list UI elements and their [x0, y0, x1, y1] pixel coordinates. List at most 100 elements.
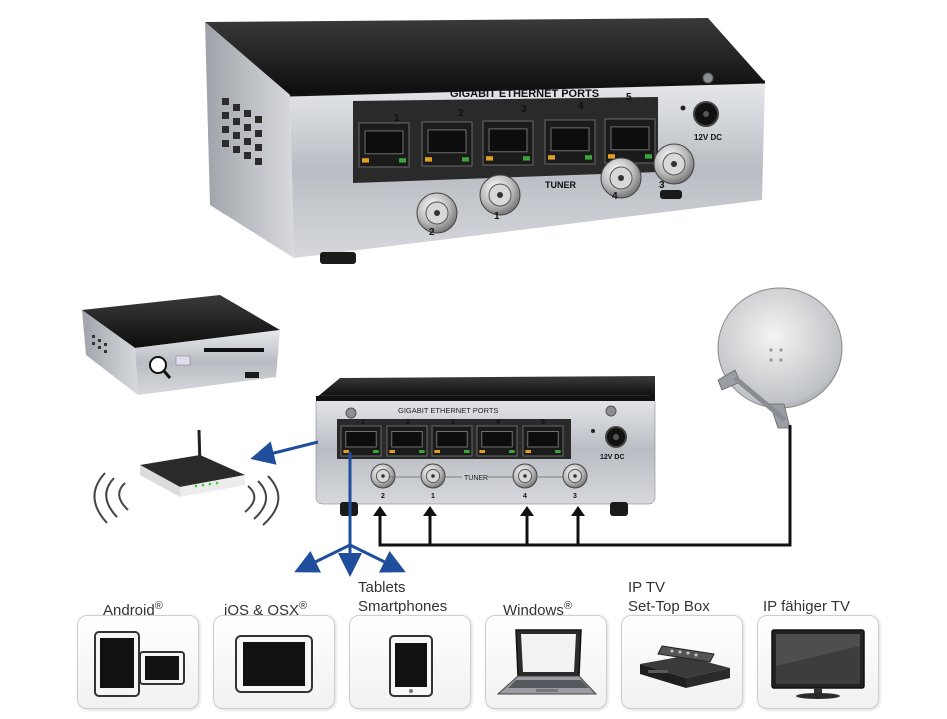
port-led	[343, 450, 349, 453]
device-card-ios	[213, 615, 335, 709]
port-led	[585, 155, 592, 160]
port-number: 1	[394, 113, 400, 124]
big-tuner-connectors	[416, 143, 695, 234]
label-tv-text: IP fähiger TV	[763, 598, 850, 615]
device-card-tv	[757, 615, 879, 709]
coax-cables	[378, 425, 792, 547]
big-power-label: 12V DC	[694, 133, 722, 142]
port-number: 2	[381, 493, 385, 500]
port-number: 1	[494, 211, 500, 222]
port-socket	[527, 430, 559, 448]
port-led	[555, 450, 561, 453]
label-settopbox-text: Set-Top Box	[628, 598, 710, 615]
port-number: 4	[578, 101, 584, 112]
port-socket	[345, 430, 377, 448]
port-led	[608, 154, 615, 159]
port-number: 3	[659, 180, 665, 191]
f-connector-pin	[671, 161, 677, 167]
big-tuner-numbers: 2 1 4 3	[429, 180, 665, 238]
satellite-dish	[717, 287, 843, 429]
device-card-windows	[485, 615, 607, 709]
port-number: 1	[361, 419, 365, 426]
android-tablet-icon	[94, 631, 185, 697]
wifi-waves-icon	[93, 472, 280, 526]
port-socket	[391, 430, 423, 448]
port-led	[389, 450, 395, 453]
port-led	[479, 450, 485, 453]
label-ios: iOS & OSX®	[224, 597, 307, 620]
port-socket	[550, 127, 590, 152]
small-power-label: 12V DC	[600, 454, 625, 461]
port-led	[362, 158, 369, 163]
port-socket	[610, 126, 650, 151]
port-led	[645, 154, 652, 159]
port-led	[523, 156, 530, 161]
port-socket	[488, 128, 528, 153]
label-windows: Windows®	[503, 597, 572, 620]
registered-mark: ®	[563, 600, 572, 612]
label-tv: IP fähiger TV	[763, 597, 850, 616]
tablet-portrait-icon	[389, 635, 433, 697]
port-number: 2	[429, 227, 435, 238]
f-connector-pin	[497, 192, 503, 198]
port-led	[525, 450, 531, 453]
wifi-router	[93, 429, 280, 526]
port-number: 2	[458, 108, 464, 119]
small-ports-title: GIGABIT ETHERNET PORTS	[398, 406, 498, 415]
label-ios-text: iOS & OSX	[224, 602, 300, 619]
device-card-android	[77, 615, 199, 709]
f-connector-pin	[523, 474, 527, 478]
port-led	[462, 157, 469, 162]
registered-mark: ®	[154, 600, 163, 612]
label-android: Android®	[103, 597, 163, 620]
port-socket	[427, 129, 467, 154]
laptop-icon	[496, 629, 598, 695]
registered-mark: ®	[299, 600, 308, 612]
port-socket	[364, 130, 404, 155]
label-iptv: IP TV Set-Top Box	[628, 578, 710, 616]
device-card-tablets	[349, 615, 471, 709]
tv-icon	[771, 629, 865, 699]
mini-pc	[82, 295, 280, 395]
port-socket	[436, 430, 468, 448]
port-led	[434, 450, 440, 453]
port-number: 1	[431, 493, 435, 500]
f-connector-pin	[381, 474, 385, 478]
port-number: 2	[406, 419, 410, 426]
label-windows-text: Windows	[503, 602, 564, 619]
port-led	[373, 450, 379, 453]
network-arrows	[250, 440, 406, 577]
port-number: 4	[523, 493, 527, 500]
big-port-numbers: 1 2 3 4 5	[394, 92, 632, 124]
port-number: 3	[573, 493, 577, 500]
f-connector-pin	[434, 210, 440, 216]
f-connector-pin	[573, 474, 577, 478]
magnifier-icon	[149, 356, 167, 374]
port-number: 3	[451, 419, 455, 426]
label-smartphones-text: Smartphones	[358, 598, 448, 615]
port-number: 5	[626, 92, 632, 103]
port-led	[509, 450, 515, 453]
port-led	[419, 450, 425, 453]
device-card-iptv	[621, 615, 743, 709]
vent-grille	[222, 98, 262, 165]
small-tuner-numbers: 2 1 4 3	[381, 493, 577, 500]
big-tuner-label: TUNER	[545, 180, 576, 190]
small-tuner-connectors	[370, 463, 588, 489]
label-iptv-text: IP TV	[628, 579, 665, 596]
port-number: 5	[541, 419, 545, 426]
small-port-numbers: 1 2 3 4 5	[361, 419, 545, 426]
f-connector-pin	[431, 474, 435, 478]
small-tuner-label: TUNER	[464, 475, 488, 482]
settop-box-icon	[640, 645, 730, 688]
small-ethernet-ports	[340, 425, 564, 457]
ipad-landscape-icon	[235, 635, 313, 693]
cable-arrowheads	[373, 506, 585, 516]
port-number: 3	[521, 104, 527, 115]
small-server-box: 12V DC GIGABIT ETHERNET PORTS 1 2 3 4 5 TUNE…	[315, 376, 656, 516]
port-number: 4	[496, 419, 500, 426]
label-tablets: Tablets Smartphones	[358, 578, 447, 616]
port-number: 4	[612, 191, 618, 202]
